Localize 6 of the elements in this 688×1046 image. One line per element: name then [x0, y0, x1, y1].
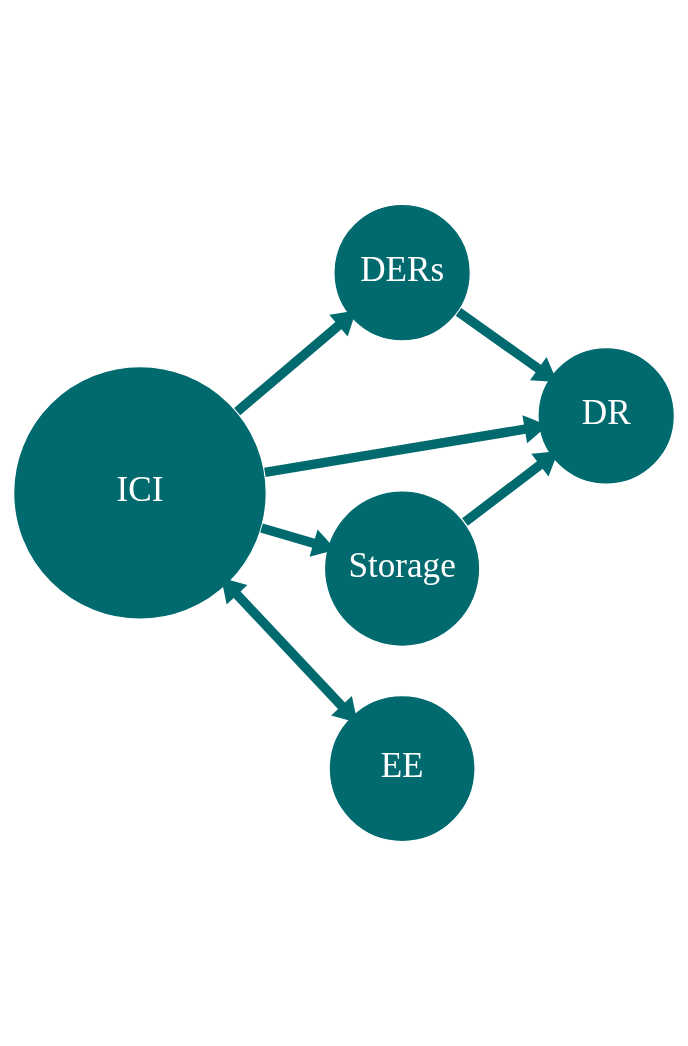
arrow: [234, 310, 357, 416]
arrow: [221, 577, 358, 723]
node-circle: DERs: [333, 203, 472, 342]
node-circle: DR: [537, 346, 676, 485]
node-circle: ICI: [12, 365, 267, 620]
node-circle: Storage: [323, 490, 481, 647]
